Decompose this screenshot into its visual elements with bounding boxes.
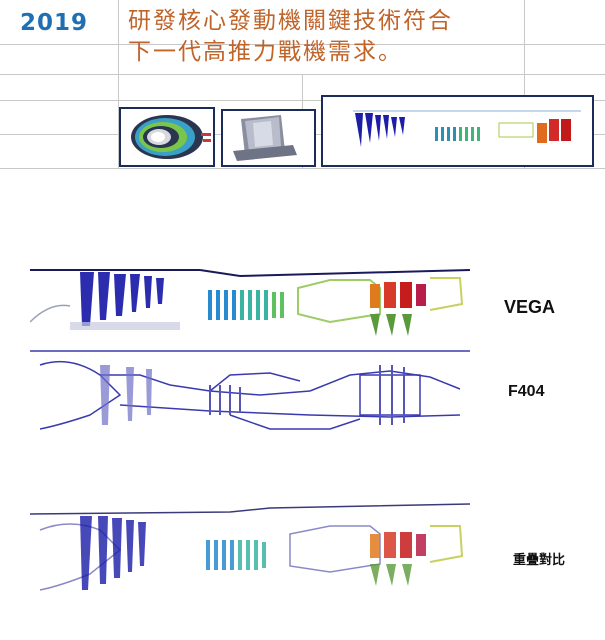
f404-engine-image xyxy=(30,350,470,430)
overlay-comparison-image xyxy=(29,503,471,591)
blade-segment-thumbnail xyxy=(221,109,316,167)
engine-analysis-image xyxy=(353,110,581,147)
table-rule xyxy=(524,0,525,168)
table-rule xyxy=(118,0,119,168)
engine-label-vega: VEGA xyxy=(504,297,556,317)
description-line-1: 研發核心發動機關鍵技術符合 xyxy=(128,8,453,34)
blade-segment-image xyxy=(233,115,297,161)
overlay-comparison-diagram xyxy=(29,490,471,602)
table-rule xyxy=(0,168,605,169)
vega-engine-diagram xyxy=(29,262,471,342)
f404-engine-diagram xyxy=(30,345,470,441)
description-line-2: 下一代高推力戰機需求。 xyxy=(128,39,403,65)
vega-engine-image xyxy=(29,269,471,336)
year-label: 2019 xyxy=(20,10,89,36)
compressor-disk-thumbnail xyxy=(119,107,215,167)
compressor-disk-image xyxy=(131,115,211,159)
table-rule xyxy=(0,44,605,45)
engine-label-overlay: 重疊對比 xyxy=(513,552,566,567)
engine-analysis-thumbnail xyxy=(321,95,594,167)
engine-label-f404: F404 xyxy=(508,383,545,400)
